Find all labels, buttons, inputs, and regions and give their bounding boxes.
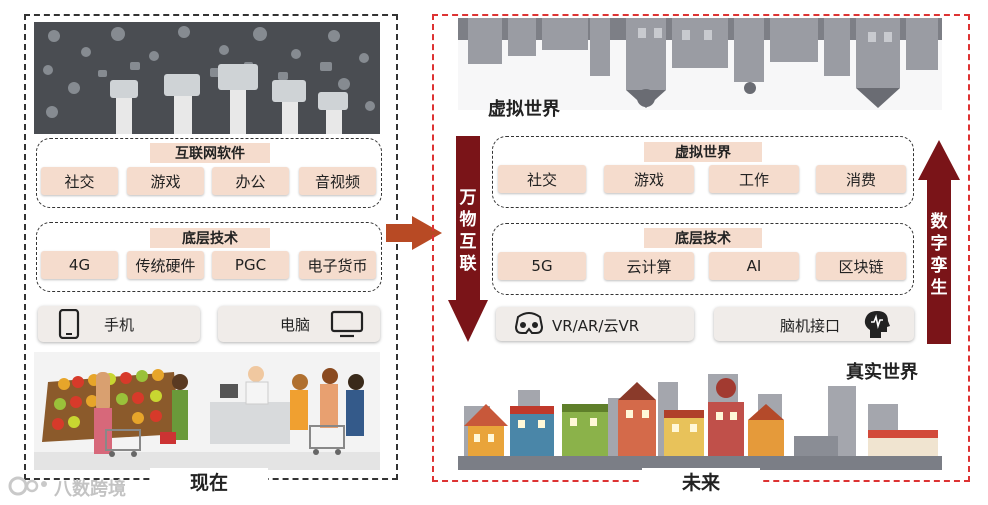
- phone-icon: [58, 309, 80, 339]
- iot-label-char-4: 联: [459, 254, 477, 274]
- tile-social-future: 社交: [498, 165, 586, 193]
- monitor-icon: [330, 310, 364, 338]
- watermark: 八数跨境: [8, 473, 138, 501]
- tile-blockchain: 区块链: [816, 252, 906, 280]
- future-caption: 未来: [642, 468, 760, 496]
- tile-cloud-computing: 云计算: [604, 252, 694, 280]
- tile-av: 音视频: [299, 167, 376, 195]
- base-tech-group-future: [492, 223, 914, 295]
- vr-headset-icon: [514, 312, 544, 334]
- tile-5g: 5G: [498, 252, 586, 280]
- computer-device: 电脑: [218, 306, 380, 342]
- watermark-text: 八数跨境: [54, 479, 126, 500]
- tile-office: 办公: [212, 167, 289, 195]
- tile-games: 游戏: [127, 167, 204, 195]
- internet-software-title: 互联网软件: [150, 143, 270, 163]
- digital-twin-char-3: 孪: [930, 256, 948, 276]
- virtual-world-group: [492, 136, 914, 208]
- base-tech-title-future: 底层技术: [644, 228, 762, 248]
- transition-arrow-icon: [386, 216, 442, 250]
- iot-label-char-3: 互: [459, 232, 477, 252]
- brain-interface-label: 脑机接口: [780, 317, 841, 335]
- phone-device: 手机: [38, 306, 200, 342]
- market-shopping-image: [34, 352, 380, 470]
- tile-e-money: 电子货币: [299, 251, 376, 279]
- virtual-world-group-title: 虚拟世界: [644, 142, 762, 162]
- iot-down-arrow-icon: [448, 136, 488, 342]
- vr-device: VR/AR/云VR: [496, 307, 694, 341]
- computer-label: 电脑: [280, 316, 311, 334]
- phone-label: 手机: [104, 316, 135, 334]
- digital-twin-char-4: 生: [930, 278, 948, 298]
- tile-games-future: 游戏: [604, 165, 694, 193]
- digital-twin-up-arrow-icon: [918, 140, 960, 344]
- iot-label-char-1: 万: [459, 188, 477, 208]
- tile-traditional-hardware: 传统硬件: [127, 251, 204, 279]
- real-world-label: 真实世界: [842, 358, 922, 384]
- virtual-city-image: [458, 18, 942, 110]
- base-tech-group-present: [36, 222, 382, 292]
- digital-twin-char-1: 数: [930, 212, 948, 232]
- vr-label: VR/AR/云VR: [552, 317, 640, 335]
- base-tech-title-present: 底层技术: [150, 228, 270, 248]
- hands-devices-image: [34, 22, 380, 134]
- tile-4g: 4G: [41, 251, 118, 279]
- brain-interface-device: 脑机接口: [714, 307, 914, 341]
- watermark-logo-icon: [8, 476, 47, 496]
- tile-pgc: PGC: [212, 251, 289, 279]
- tile-work: 工作: [709, 165, 799, 193]
- present-caption: 现在: [150, 468, 268, 496]
- internet-software-group: [36, 138, 382, 208]
- tile-consumption: 消费: [816, 165, 906, 193]
- digital-twin-char-2: 字: [930, 234, 948, 254]
- iot-label-char-2: 物: [459, 210, 477, 230]
- real-city-image: [458, 346, 942, 470]
- virtual-world-label: 虚拟世界: [488, 99, 560, 120]
- tile-social: 社交: [41, 167, 118, 195]
- tile-ai: AI: [709, 252, 799, 280]
- brain-head-icon: [864, 311, 890, 338]
